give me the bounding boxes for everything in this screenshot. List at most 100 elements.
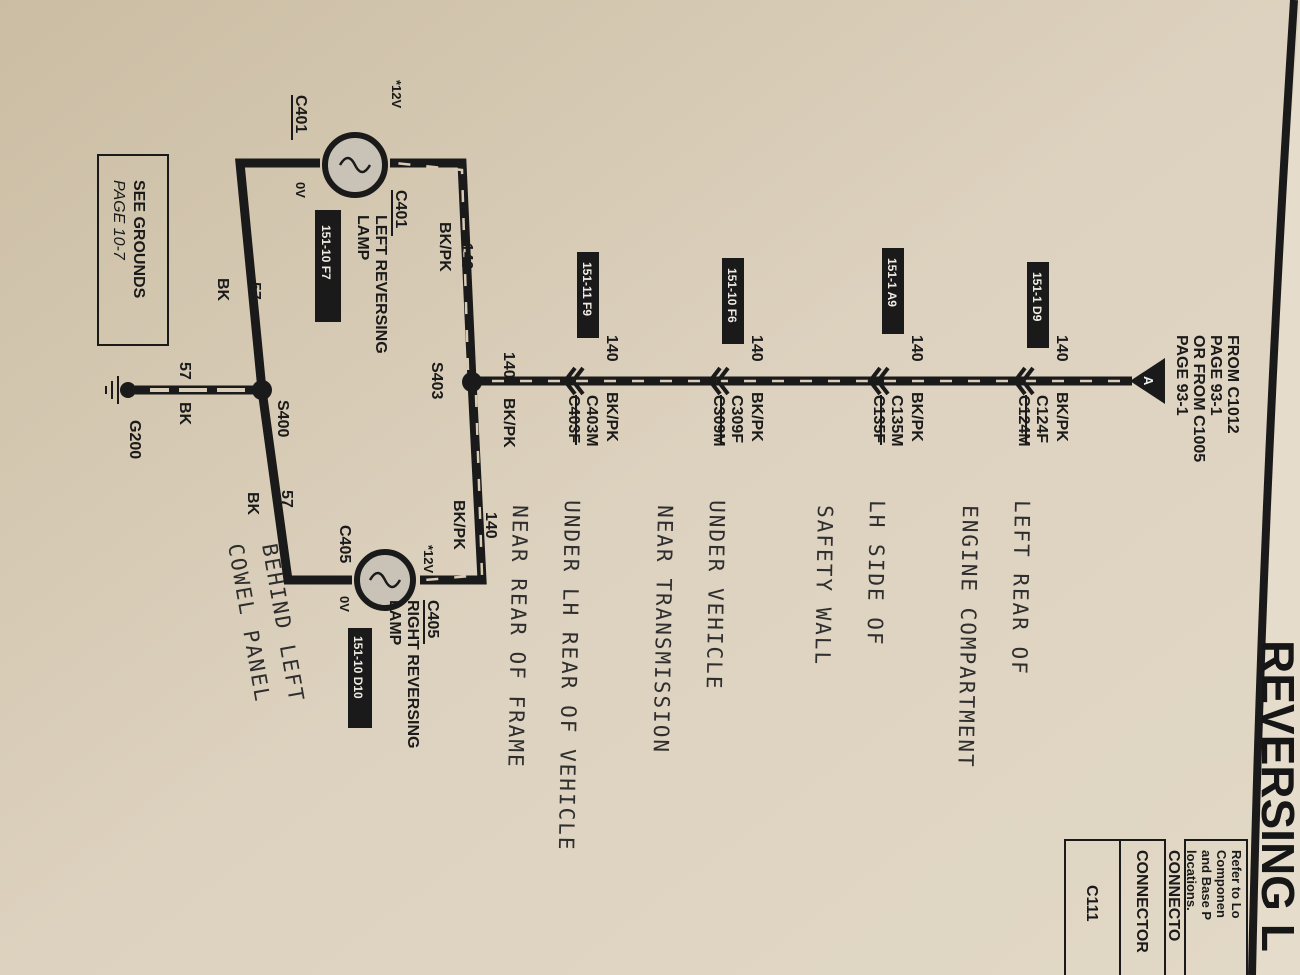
left-lamp-feed-wire xyxy=(390,158,477,382)
svg-text:140: 140 xyxy=(458,243,475,270)
wire-circuit: 140 xyxy=(1053,335,1070,362)
connector-table: CONNECTO CONNECTOR C111 xyxy=(1064,839,1182,975)
svg-text:PAGE 93-1: PAGE 93-1 xyxy=(1207,335,1224,416)
ref-badge xyxy=(577,252,599,338)
svg-text:PAGE 10-7: PAGE 10-7 xyxy=(110,180,127,261)
connector-chevron-icon xyxy=(562,366,585,396)
svg-text:140: 140 xyxy=(482,512,499,539)
svg-text:and Base P: and Base P xyxy=(1199,850,1214,920)
ref-badge-label: 151-10 F6 xyxy=(725,268,739,323)
svg-text:57: 57 xyxy=(278,490,295,508)
ref-badge xyxy=(722,258,744,344)
svg-text:151-10 F7: 151-10 F7 xyxy=(319,225,333,280)
connector-table-heading: CONNECTO xyxy=(1165,850,1182,941)
left-lamp-ground-wire xyxy=(235,158,320,391)
svg-text:0V: 0V xyxy=(337,596,352,612)
source-reference: FROM C1012 PAGE 93-1 OR FROM C1005 PAGE … xyxy=(1173,335,1241,462)
handwritten-note: SAFETY WALL xyxy=(810,505,837,666)
connector-chevron-icon xyxy=(867,366,890,396)
wire-color: BK/PK xyxy=(908,392,925,442)
connector-top: C135M xyxy=(888,395,905,447)
wire-color: BK/PK xyxy=(748,392,765,442)
connector-chevron-icon xyxy=(1012,366,1035,396)
right-lamp-connector-outer: C405 xyxy=(336,525,353,563)
left-lamp-name: LEFT REVERSING xyxy=(372,215,389,354)
see-grounds-box: SEE GROUNDS PAGE 10-7 xyxy=(97,154,169,346)
wire-circuit: 140 xyxy=(603,335,620,362)
s403-wire-color: BK/PK xyxy=(500,398,517,448)
ref-badge-label: 151-11 F9 xyxy=(580,262,594,316)
s403-wire-circuit: 140 xyxy=(500,352,517,379)
left-lamp-connector-outer: C401 xyxy=(292,95,309,133)
svg-text:PAGE 93-1: PAGE 93-1 xyxy=(1173,335,1190,416)
svg-text:*12V: *12V xyxy=(421,545,436,574)
connector-top: C309F xyxy=(728,395,745,443)
svg-text:locations.: locations. xyxy=(1184,850,1199,911)
svg-text:BK/PK: BK/PK xyxy=(436,222,453,272)
left-lamp-ref-badge xyxy=(315,210,341,322)
source-triangle-marker xyxy=(1130,358,1165,404)
connector-bottom: C309M xyxy=(710,395,727,447)
page-title: REVERSING L xyxy=(1252,640,1300,952)
ground-color: BK xyxy=(176,402,193,426)
handwritten-note: LEFT REAR OF xyxy=(1007,500,1034,676)
ref-badge xyxy=(1027,262,1049,348)
svg-text:OR FROM C1005: OR FROM C1005 xyxy=(1190,335,1207,462)
svg-text:SEE GROUNDS: SEE GROUNDS xyxy=(130,180,147,299)
connector-bottom: C403F xyxy=(565,395,582,443)
ref-badge-label: 151-1 D9 xyxy=(1030,272,1044,322)
handwritten-note: LH SIDE OF xyxy=(862,500,889,647)
source-marker-label: A xyxy=(1141,376,1156,386)
svg-text:FROM C1012: FROM C1012 xyxy=(1224,335,1241,434)
connector-column-header: CONNECTOR xyxy=(1133,850,1150,953)
svg-text:LAMP: LAMP xyxy=(354,215,371,261)
ground-name: G200 xyxy=(126,420,143,459)
ref-badge xyxy=(882,248,904,334)
splice-s403-label: S403 xyxy=(428,362,445,399)
wire-circuit: 140 xyxy=(908,335,925,362)
svg-text:BK: BK xyxy=(244,492,261,516)
svg-text:BK: BK xyxy=(214,278,231,302)
handwritten-note: ENGINE COMPARTMENT xyxy=(953,505,982,769)
right-lamp-connector: C405 xyxy=(424,600,441,638)
wire-color: BK/PK xyxy=(1053,392,1070,442)
connector-cell: C111 xyxy=(1083,885,1100,922)
page-border-rule xyxy=(1248,0,1298,975)
handwritten-note: NEAR REAR OF FRAME xyxy=(503,505,532,769)
handwritten-note: UNDER VEHICLE xyxy=(702,500,729,691)
svg-text:57: 57 xyxy=(246,282,263,300)
connector-chevron-icon xyxy=(707,366,730,396)
ground-circuit: 57 xyxy=(176,362,193,380)
connector-top: C403M xyxy=(583,395,600,447)
connector-bottom: C135F xyxy=(870,395,887,443)
svg-text:Componen: Componen xyxy=(1214,850,1229,918)
left-reversing-lamp: *12V 0V C401 C401 LEFT REVERSING LAMP 15… xyxy=(214,80,475,354)
right-lamp-feed-wire xyxy=(420,380,487,585)
splice-s400-label: S400 xyxy=(274,400,291,437)
connector-top: C124F xyxy=(1033,395,1050,443)
refer-note: Refer to Lo Componen and Base P location… xyxy=(1184,839,1248,975)
svg-text:*12V: *12V xyxy=(389,80,404,109)
right-lamp-ref-badge xyxy=(348,628,372,728)
wire-circuit: 140 xyxy=(748,335,765,362)
connector-bottom: C124M xyxy=(1015,395,1032,447)
svg-text:Refer to Lo: Refer to Lo xyxy=(1229,850,1244,919)
right-reversing-lamp: *12V 0V C405 C405 RIGHT REVERSING LAMP 1… xyxy=(244,490,499,748)
svg-text:0V: 0V xyxy=(293,182,308,198)
ground-icon xyxy=(105,376,136,404)
ref-badge-label: 151-1 A9 xyxy=(885,258,899,307)
svg-text:BK/PK: BK/PK xyxy=(450,500,467,550)
right-lamp-name: RIGHT REVERSING xyxy=(404,600,421,748)
handwritten-note: NEAR TRANSMISSION xyxy=(649,505,677,754)
right-lamp-ground-wire xyxy=(257,389,352,585)
left-lamp-connector: C401 xyxy=(392,190,409,228)
splice-s403-dot xyxy=(462,372,482,392)
splice-s400-dot xyxy=(252,380,272,400)
svg-text:151-10 D10: 151-10 D10 xyxy=(351,636,365,699)
svg-text:LAMP: LAMP xyxy=(386,600,403,646)
